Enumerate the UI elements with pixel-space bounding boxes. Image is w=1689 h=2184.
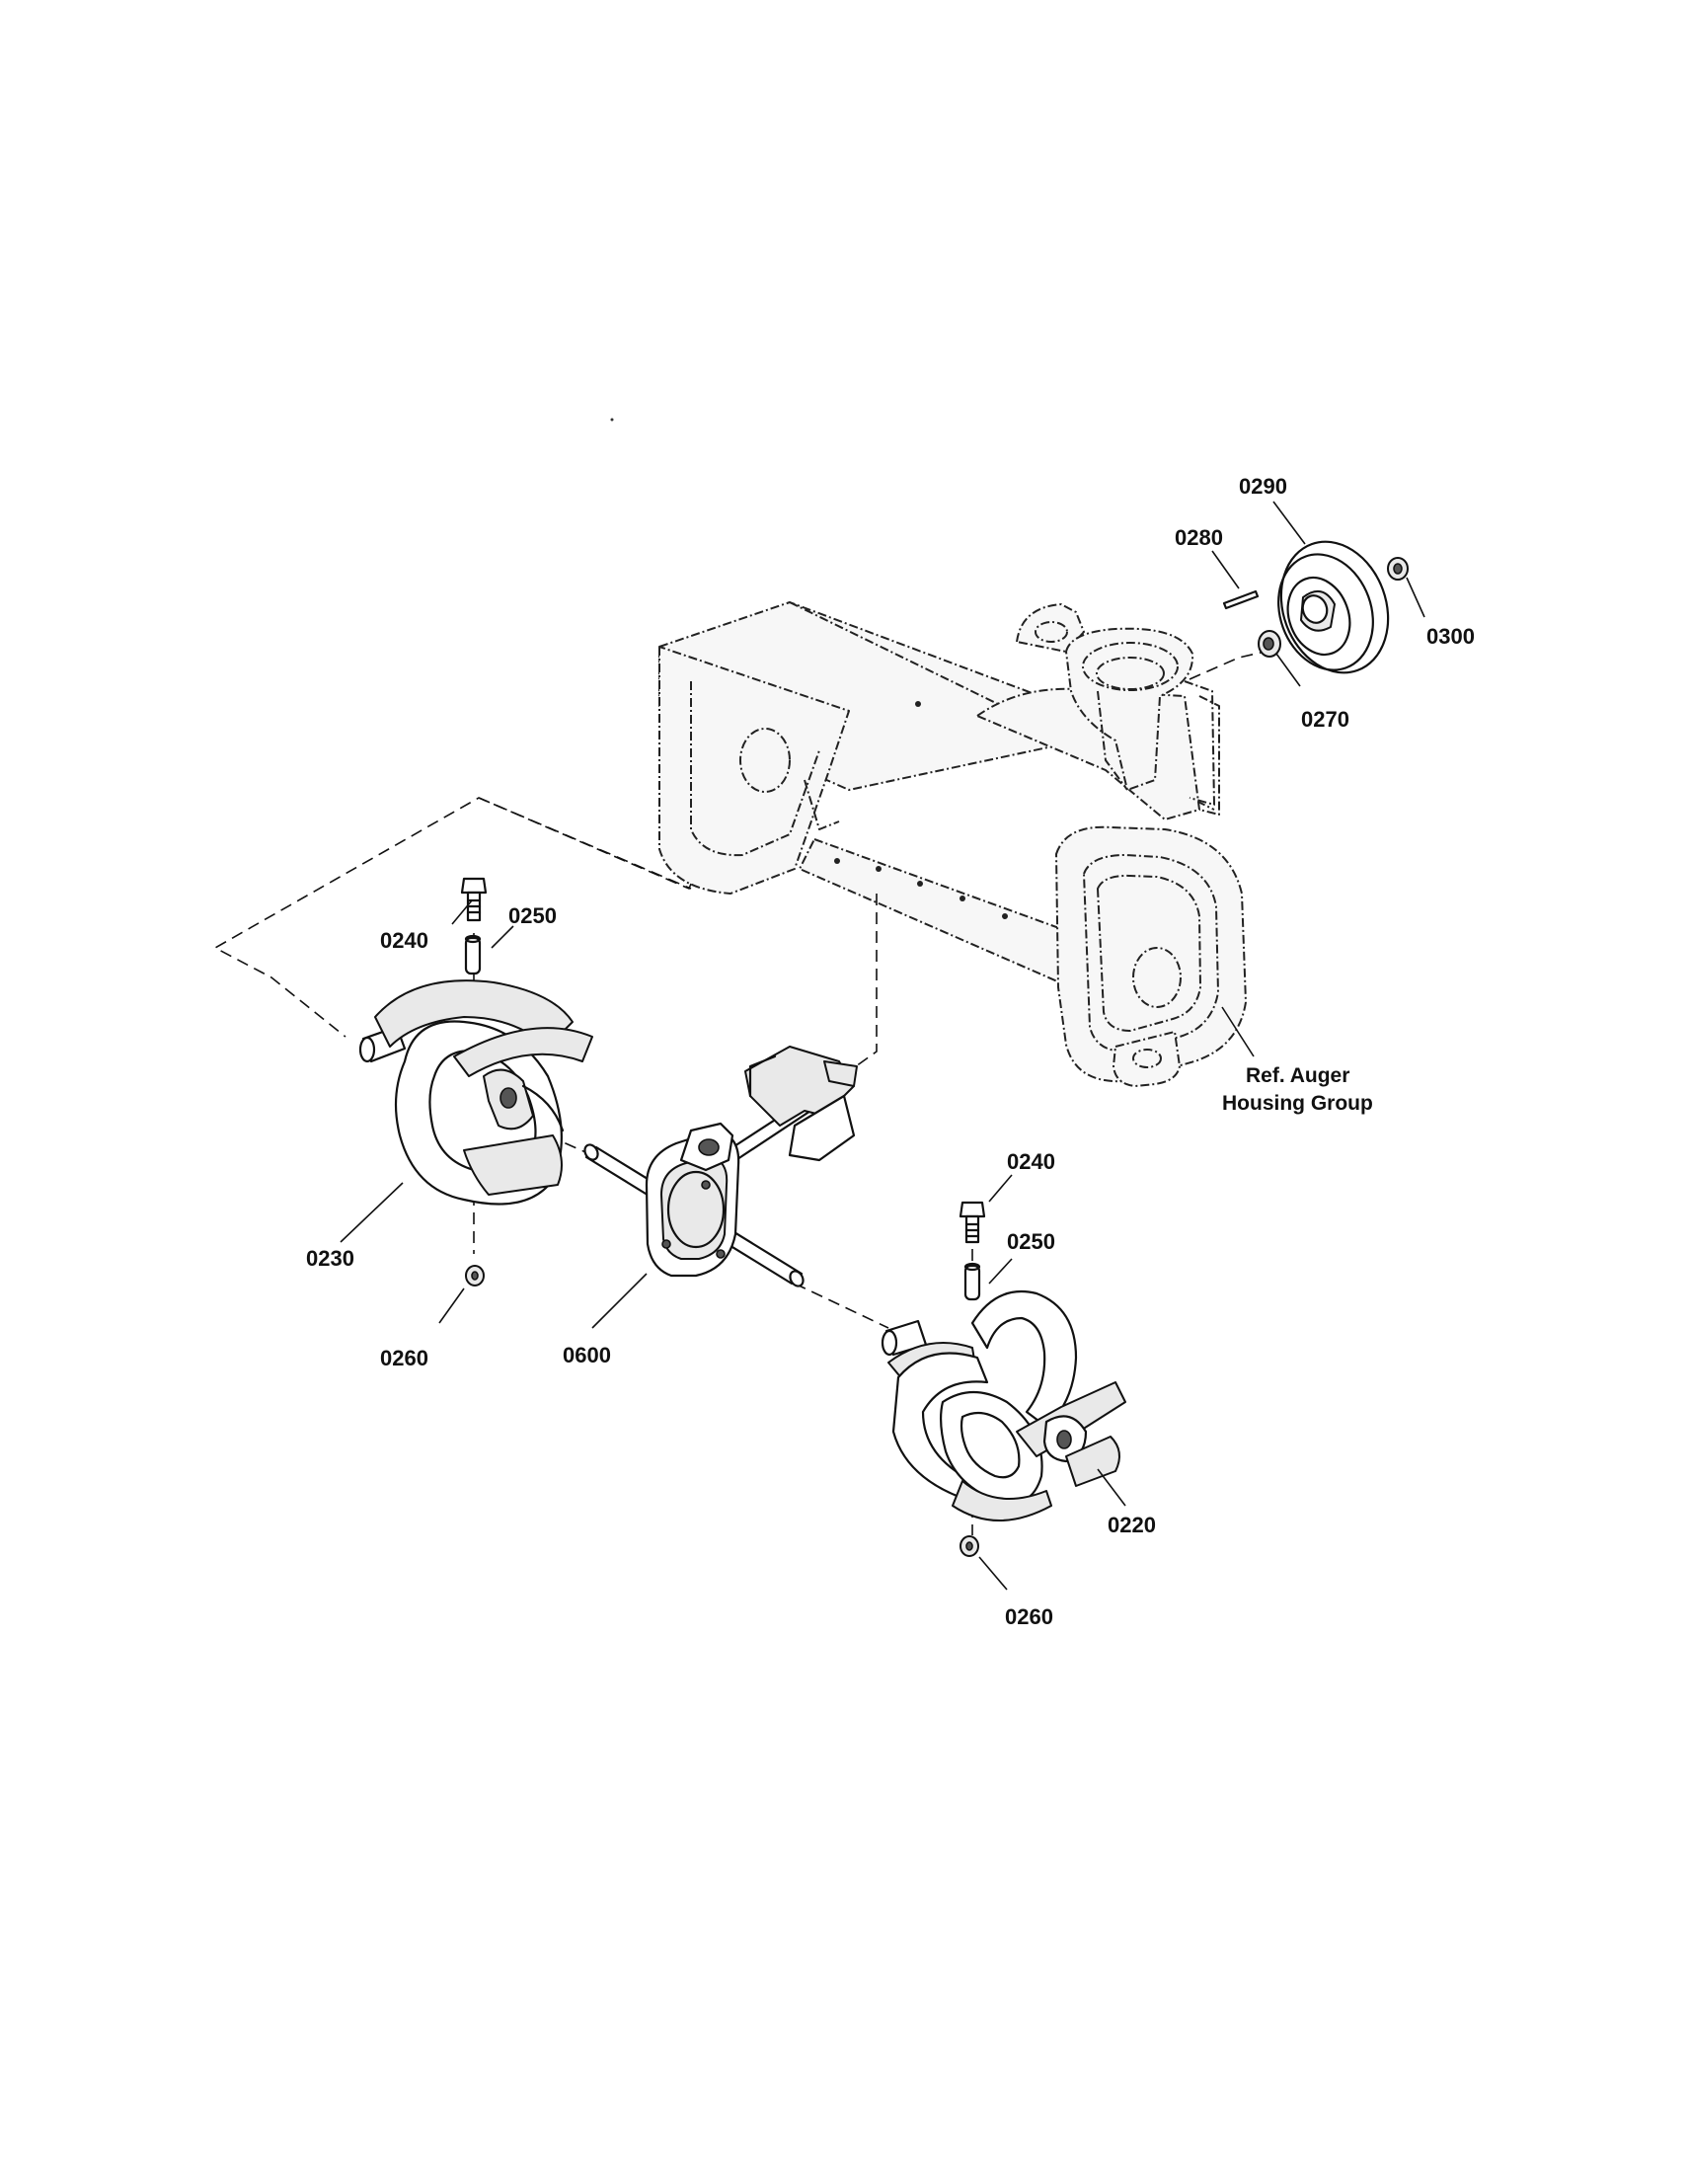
callout-0240-left: 0240 [380,928,428,953]
callout-0230: 0230 [306,1246,354,1271]
left-bolt-0240 [460,877,488,922]
gearcase-0600 [583,1046,858,1287]
callout-0220: 0220 [1108,1513,1156,1537]
stray-dot [610,418,614,422]
ref-label-line1: Ref. Auger [1246,1064,1349,1087]
right-sleeve-0250 [963,1262,981,1301]
callout-0240-right: 0240 [1007,1149,1055,1174]
callout-0300: 0300 [1426,624,1475,649]
right-nut-0260 [960,1535,979,1557]
callout-0600: 0600 [563,1343,611,1367]
nut-0270 [1258,630,1281,658]
callout-0250-left: 0250 [508,903,557,928]
callout-0260-right: 0260 [1005,1604,1053,1629]
left-auger-0230 [358,979,593,1206]
ref-label-line2: Housing Group [1222,1092,1373,1115]
right-auger-0220 [881,1289,1126,1521]
right-bolt-0240 [959,1201,986,1244]
pulley-assembly [1222,540,1409,674]
key-0280 [1222,589,1260,610]
left-nut-0260 [465,1265,485,1287]
callout-labels: 0290 0280 0300 0270 0240 0250 0230 0260 … [306,474,1475,1629]
leader-lines [340,501,1425,1591]
pulley-0290 [1277,540,1390,674]
left-sleeve-0250 [464,934,482,975]
callout-0280: 0280 [1175,525,1223,550]
callout-0290: 0290 [1239,474,1287,499]
auger-housing [658,601,1247,1087]
callout-0260-left: 0260 [380,1346,428,1370]
callout-0270: 0270 [1301,707,1349,732]
callout-0250-right: 0250 [1007,1229,1055,1254]
nut-0300 [1387,557,1409,581]
